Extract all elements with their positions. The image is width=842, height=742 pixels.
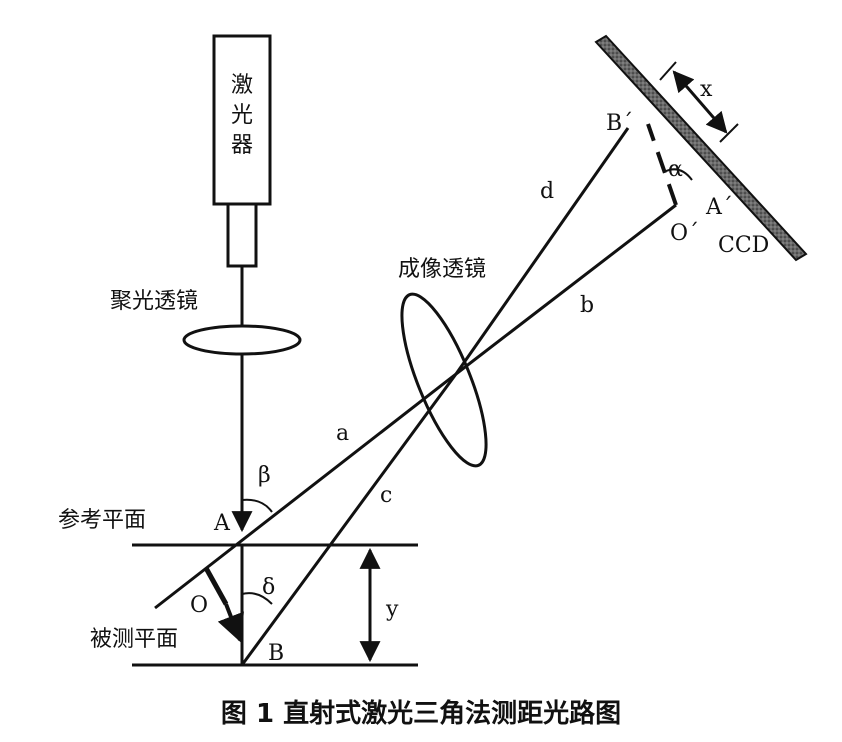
ray-a-label: a <box>336 421 349 446</box>
x-dimension-arrow <box>672 70 728 134</box>
alpha-arc <box>663 168 693 181</box>
ccd-sensor <box>594 34 808 262</box>
condenser-lens-label: 聚光透镜 <box>110 289 198 314</box>
point-O-prime: O´ <box>670 221 699 246</box>
point-B: B <box>268 641 284 666</box>
laser-nozzle <box>226 202 258 268</box>
ccd-label: CCD <box>718 233 769 258</box>
alpha-label: α <box>668 157 683 182</box>
imaging-lens <box>400 292 488 468</box>
condenser-lens <box>182 324 302 356</box>
ray-c <box>240 373 458 666</box>
x-ext-upper <box>659 61 677 81</box>
ray-d <box>454 127 630 375</box>
x-label: x <box>700 77 713 102</box>
delta-label: δ <box>262 575 275 600</box>
x-ext-lower <box>719 123 739 143</box>
beta-arc <box>241 498 273 513</box>
object-normal <box>203 566 229 606</box>
point-A: A <box>213 511 231 536</box>
imaging-lens-label: 成像透镜 <box>398 257 486 282</box>
ccd-normal <box>646 123 678 206</box>
laser-body <box>212 34 272 206</box>
point-A-prime: A´ <box>705 195 733 220</box>
ray-b-label: b <box>580 293 594 318</box>
ray-b <box>455 203 677 376</box>
ray-d-label: d <box>540 179 554 204</box>
y-label: y <box>385 597 399 622</box>
ray-a <box>154 372 457 610</box>
reference-plane-label: 参考平面 <box>58 508 146 533</box>
laser-label: 激光器 <box>231 73 253 158</box>
object-normal-arrow <box>217 603 244 643</box>
ray-c-label: c <box>380 483 392 508</box>
point-B-prime: B´ <box>606 111 633 136</box>
point-O: O <box>190 593 208 618</box>
measured-plane-label: 被测平面 <box>90 627 178 652</box>
delta-arc <box>241 592 273 605</box>
figure-caption: 图 1 直射式激光三角法测距光路图 <box>221 698 621 729</box>
beta-label: β <box>258 463 271 488</box>
